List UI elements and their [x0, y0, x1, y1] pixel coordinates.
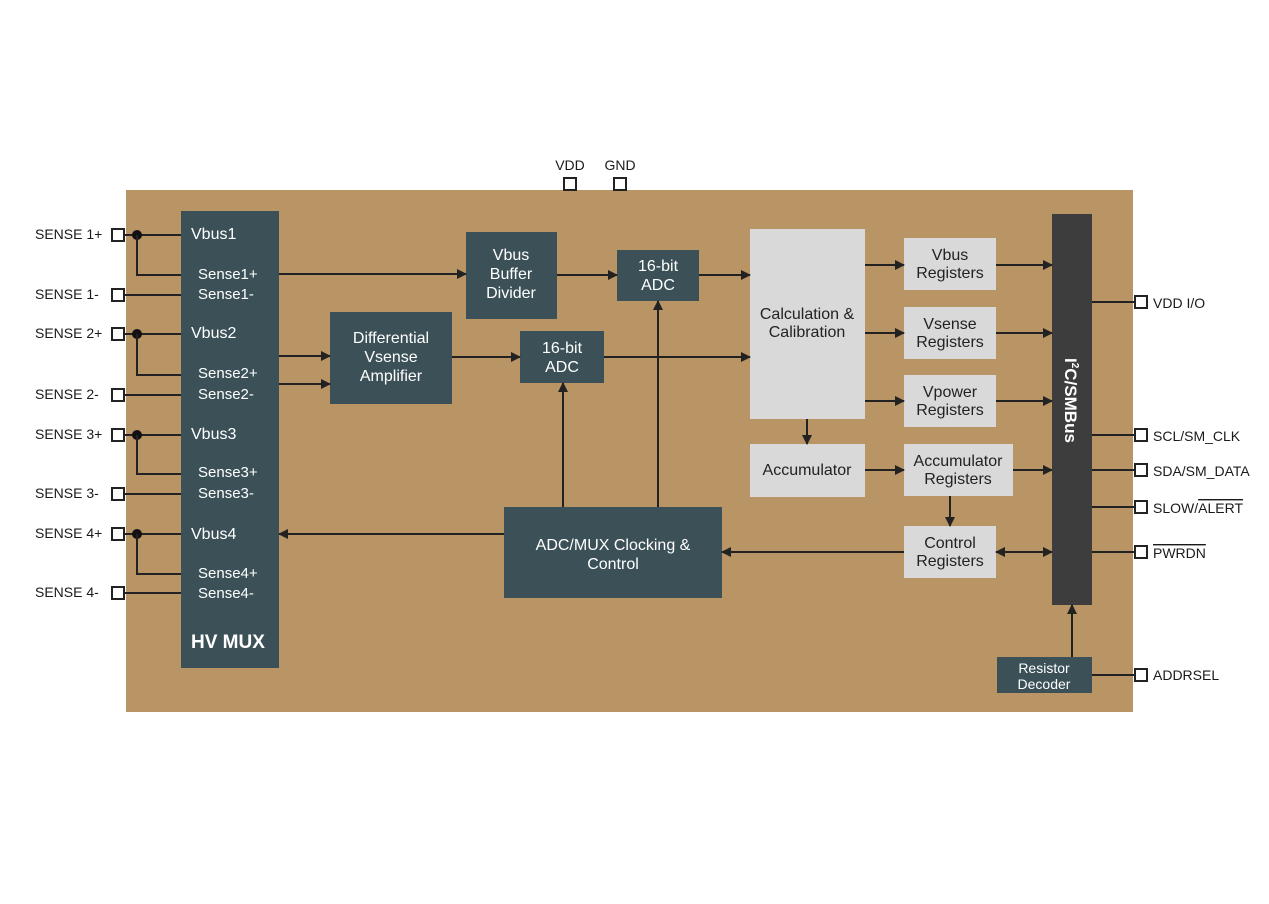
sense1-neg-pin: SENSE 1-	[35, 286, 125, 302]
svg-text:Divider: Divider	[486, 285, 536, 302]
svg-text:Calibration: Calibration	[769, 324, 845, 341]
svg-text:SENSE 3-: SENSE 3-	[35, 485, 99, 501]
svg-text:Amplifier: Amplifier	[360, 368, 423, 385]
control-registers-block: Control Registers	[904, 526, 996, 578]
svg-text:Buffer: Buffer	[490, 266, 533, 283]
svg-text:Registers: Registers	[916, 334, 984, 351]
gnd-label: GND	[604, 157, 635, 173]
svg-text:SENSE 3+: SENSE 3+	[35, 426, 102, 442]
svg-text:ADC: ADC	[641, 277, 675, 294]
mux-vbus2: Vbus2	[191, 325, 236, 342]
signal-arrows	[278, 260, 1077, 657]
svg-text:Vsense: Vsense	[364, 349, 417, 366]
resistor-decoder-block: Resistor Decoder	[997, 657, 1092, 693]
mux-sense2-neg: Sense2-	[198, 386, 254, 403]
svg-text:Registers: Registers	[916, 402, 984, 419]
vpower-registers-block: Vpower Registers	[904, 375, 996, 427]
vbus-registers-block: Vbus Registers	[904, 238, 996, 290]
bus-sup: 2	[1069, 363, 1080, 369]
svg-text:Registers: Registers	[916, 553, 984, 570]
sense2-neg-pin: SENSE 2-	[35, 386, 125, 402]
sda-label: SDA/SM_DATA	[1153, 463, 1250, 479]
svg-text:ADC/MUX Clocking &: ADC/MUX Clocking &	[536, 537, 691, 554]
mux-sense4-neg: Sense4-	[198, 585, 254, 602]
mux-vbus3: Vbus3	[191, 426, 236, 443]
scl-label: SCL/SM_CLK	[1153, 428, 1241, 444]
calculation-calibration-block: Calculation & Calibration	[750, 229, 865, 419]
svg-text:Control: Control	[587, 556, 639, 573]
sense2-pos-pin: SENSE 2+	[35, 325, 125, 341]
svg-text:Vsense: Vsense	[923, 316, 976, 333]
adc-top-block: 16-bit ADC	[617, 250, 699, 301]
adc-mid-block: 16-bit ADC	[520, 331, 604, 383]
vbus-buffer-divider-block: Vbus Buffer Divider	[466, 232, 557, 319]
sense3-neg-pin: SENSE 3-	[35, 485, 125, 501]
mux-sense1-pos: Sense1+	[198, 266, 258, 283]
vdd-label: VDD	[555, 157, 585, 173]
mux-sense4-pos: Sense4+	[198, 565, 258, 582]
svg-text:16-bit: 16-bit	[542, 340, 583, 357]
hv-mux-block: Vbus1 Sense1+ Sense1- Vbus2 Sense2+ Sens…	[181, 211, 279, 668]
mux-sense3-neg: Sense3-	[198, 485, 254, 502]
right-pins: VDD I/O SCL/SM_CLK SDA/SM_DATA SLOW/ALER…	[1092, 295, 1250, 683]
svg-text:Accumulator: Accumulator	[914, 453, 1004, 470]
svg-text:Accumulator: Accumulator	[763, 462, 853, 479]
mux-sense2-pos: Sense2+	[198, 365, 258, 382]
mux-sense3-pos: Sense3+	[198, 464, 258, 481]
sense1-pos-pin: SENSE 1+	[35, 226, 125, 242]
slow-alert-label: SLOW/ALERT	[1153, 500, 1243, 516]
left-pins: SENSE 1+ SENSE 1- SENSE 2+ SENSE 2- SENS…	[35, 226, 125, 600]
svg-text:SENSE 2-: SENSE 2-	[35, 386, 99, 402]
bus-prefix: I	[1061, 358, 1080, 363]
svg-text:SENSE 4-: SENSE 4-	[35, 584, 99, 600]
i2c-smbus-block: I2C/SMBus	[1052, 214, 1092, 605]
svg-text:Registers: Registers	[924, 471, 992, 488]
sense4-neg-pin: SENSE 4-	[35, 584, 125, 600]
vdd-io-label: VDD I/O	[1153, 295, 1205, 311]
gnd-pin: GND	[604, 157, 636, 191]
svg-text:Registers: Registers	[916, 265, 984, 282]
sense4-pos-pin: SENSE 4+	[35, 525, 125, 541]
svg-text:Differential: Differential	[353, 330, 429, 347]
mux-vbus1: Vbus1	[191, 226, 236, 243]
svg-text:SENSE 4+: SENSE 4+	[35, 525, 102, 541]
mux-title: HV MUX	[191, 632, 265, 653]
svg-text:Control: Control	[924, 535, 976, 552]
differential-amplifier-block: Differential Vsense Amplifier	[330, 312, 452, 404]
svg-text:Resistor: Resistor	[1018, 660, 1070, 676]
svg-text:ADC: ADC	[545, 359, 579, 376]
bus-suffix: C/SMBus	[1061, 368, 1080, 443]
addrsel-label: ADDRSEL	[1153, 667, 1219, 683]
left-wiring	[124, 230, 181, 594]
pwrdn-label: PWRDN	[1153, 545, 1206, 561]
clocking-control-block: ADC/MUX Clocking & Control	[504, 507, 722, 598]
svg-text:16-bit: 16-bit	[638, 258, 679, 275]
svg-text:SENSE 1+: SENSE 1+	[35, 226, 102, 242]
accumulator-registers-block: Accumulator Registers	[904, 444, 1013, 496]
sense3-pos-pin: SENSE 3+	[35, 426, 125, 442]
svg-text:SENSE 1-: SENSE 1-	[35, 286, 99, 302]
svg-text:Calculation &: Calculation &	[760, 306, 855, 323]
svg-text:Decoder: Decoder	[1018, 676, 1071, 692]
mux-sense1-neg: Sense1-	[198, 286, 254, 303]
vdd-pin: VDD	[555, 157, 585, 191]
svg-text:Vbus: Vbus	[493, 247, 529, 264]
vsense-registers-block: Vsense Registers	[904, 307, 996, 359]
accumulator-block: Accumulator	[750, 444, 865, 497]
svg-text:SENSE 2+: SENSE 2+	[35, 325, 102, 341]
mux-vbus4: Vbus4	[191, 526, 236, 543]
svg-text:Vbus: Vbus	[932, 247, 968, 264]
svg-text:I2C/SMBus: I2C/SMBus	[1061, 358, 1080, 443]
svg-text:Vpower: Vpower	[923, 384, 978, 401]
